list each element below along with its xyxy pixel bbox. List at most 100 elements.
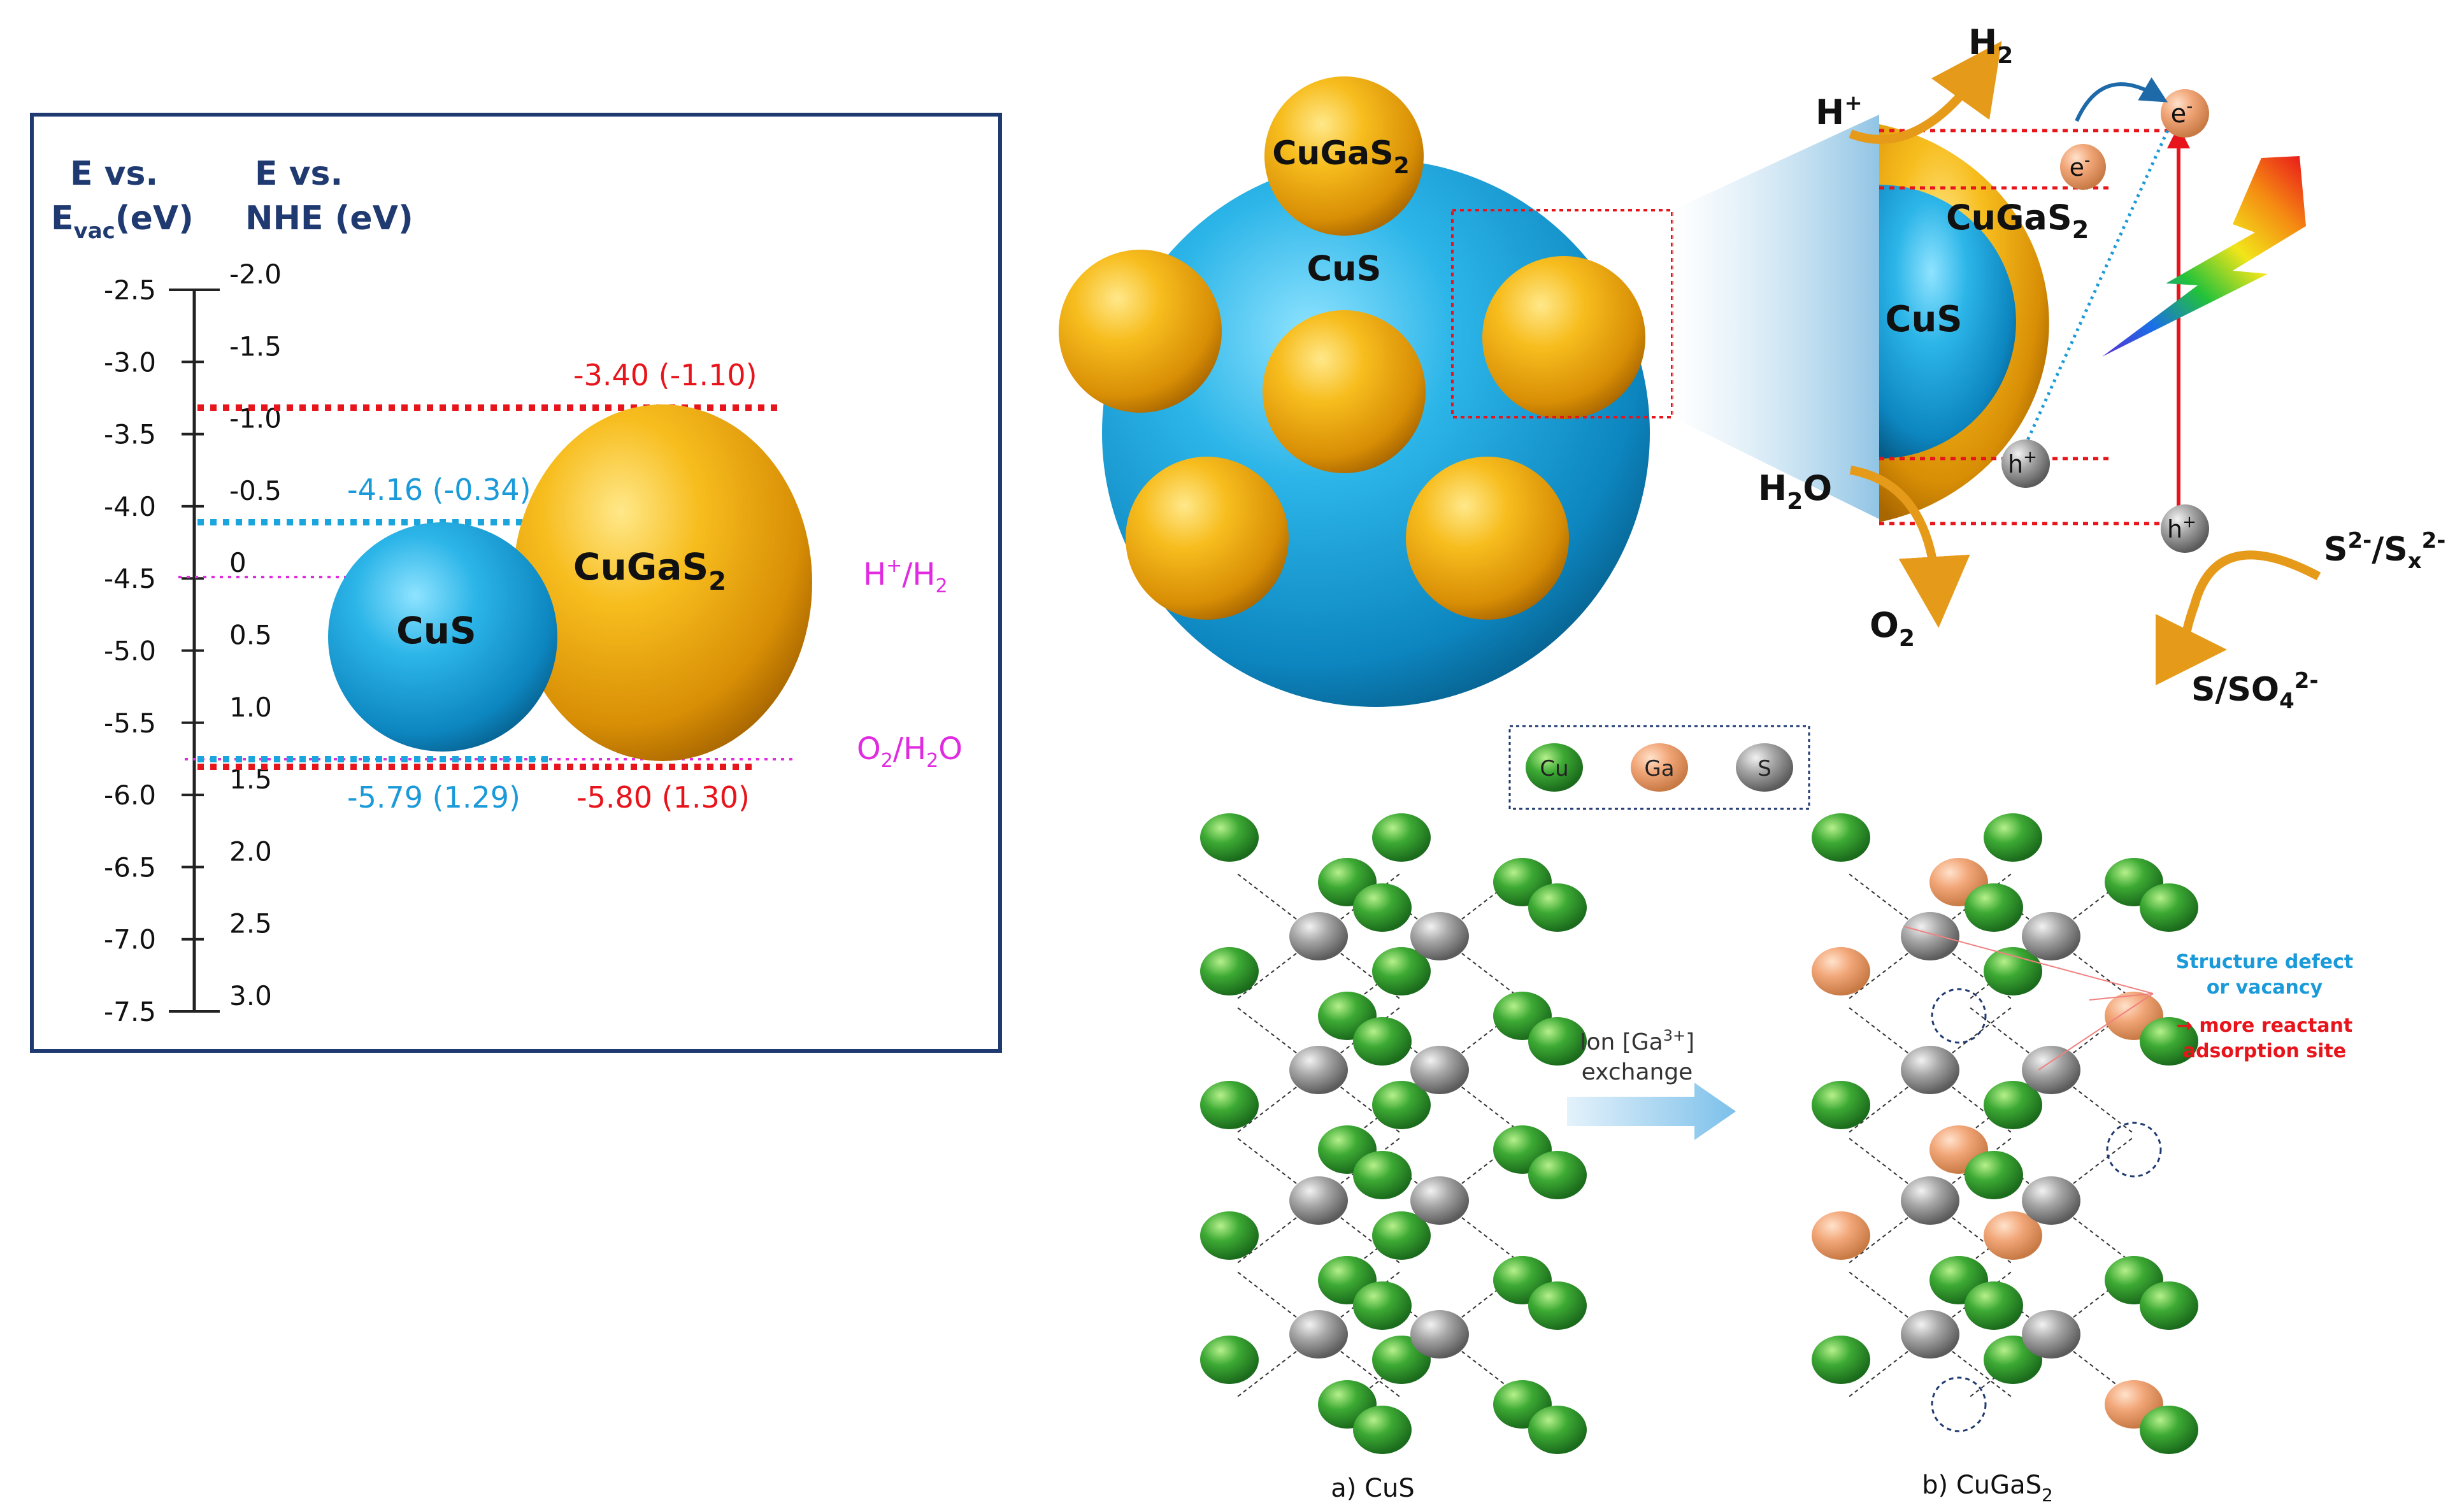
nhe-scale-header: E vs. NHE (eV)	[245, 155, 413, 238]
mechanism-cugas2-label: CuGaS2	[1946, 197, 2089, 244]
cu-atom	[1528, 883, 1587, 932]
vacuum-tick-label: -7.0	[104, 924, 156, 955]
h-plus-h2-label: H+/H2	[863, 555, 948, 597]
vacuum-header-line1: E vs.	[70, 155, 158, 193]
s-atom	[1289, 912, 1348, 960]
cus-core-half	[1879, 185, 2016, 459]
nhe-tick-label: -0.5	[229, 475, 282, 506]
s-atom	[1289, 1176, 1348, 1225]
sulfate-product-label: S/SO42-	[2191, 668, 2319, 714]
cu-atom	[1353, 1151, 1412, 1199]
cu-atom	[1528, 1017, 1587, 1066]
legend-ga-swatch	[1631, 743, 1688, 792]
h2-evolution-arrow	[1849, 41, 2002, 144]
cu-atom	[1353, 1017, 1412, 1066]
cu-atom	[1200, 1211, 1259, 1260]
s-atom	[1901, 1310, 1959, 1359]
s-atom	[2022, 1176, 2080, 1225]
vacancy-site	[1931, 988, 1987, 1044]
nhe-tick-label: -1.5	[229, 331, 282, 362]
vacuum-tick-label: -3.0	[104, 346, 156, 378]
cu-atom	[1965, 883, 2023, 932]
cu-atom	[1528, 1406, 1587, 1454]
vacuum-scale-header: E vs. Evac(eV)	[51, 155, 194, 244]
defect-label-line2: or vacancy	[2207, 976, 2323, 999]
caption-b: b) CuGaS2	[1922, 1471, 2053, 1506]
cugas2-sphere	[513, 404, 812, 761]
cu-atom	[1372, 947, 1431, 995]
nhe-tick-label: 2.0	[229, 836, 272, 867]
defect-label-line1: Structure defect	[2176, 951, 2354, 973]
cu-atom	[1353, 883, 1412, 932]
legend-ga-label: Ga	[1644, 756, 1674, 781]
cu-atom	[1200, 813, 1259, 862]
exchange-label-line1: Ion [Ga3+]	[1580, 1027, 1694, 1055]
electron-core-cb	[2060, 144, 2106, 190]
cu-atom	[2140, 1017, 2198, 1066]
cu-atom	[1812, 1336, 1870, 1384]
h2o-reactant-label: H2O	[1758, 468, 1832, 515]
defect-pointer-mid	[2089, 993, 2154, 1001]
nhe-tick-label: 2.5	[229, 908, 272, 939]
s-atom	[1901, 1046, 1959, 1094]
s-atom	[1901, 1176, 1959, 1225]
s-atom	[1410, 1310, 1469, 1359]
hole-shell-vb-label: h+	[2167, 513, 2196, 543]
s-atom	[1410, 1046, 1469, 1094]
zoom-beam	[1672, 115, 1879, 519]
mechanism-cus-label: CuS	[1885, 299, 1962, 340]
sulfide-oxidation-arrow	[2155, 550, 2321, 685]
cu-atom	[1372, 1081, 1431, 1129]
ga-atom	[1812, 1211, 1870, 1260]
vacuum-header-line2: Evac(eV)	[51, 199, 194, 244]
nhe-tick-label: 0	[229, 547, 247, 578]
composite-cus-label: CuS	[1307, 248, 1382, 289]
cu-atom	[1200, 1081, 1259, 1129]
cu-atom	[1528, 1151, 1587, 1199]
cu-atom	[1353, 1406, 1412, 1454]
cugas2-particle-center	[1263, 310, 1426, 473]
nhe-tick-label: 3.0	[229, 980, 272, 1011]
s-atom	[1410, 1176, 1469, 1225]
cus-sphere	[328, 522, 557, 752]
hole-transfer-path	[2017, 126, 2171, 460]
s-atom	[1289, 1310, 1348, 1359]
s-atom	[2022, 912, 2080, 960]
s-atom	[2022, 1046, 2080, 1094]
o2-h2o-label: O2/H2O	[857, 731, 963, 772]
cu-atom	[2140, 883, 2198, 932]
legend-cu-swatch	[1526, 743, 1583, 792]
cugas2-cb-label: -3.40 (-1.10)	[573, 358, 757, 392]
cugas2-particle-bottom-left	[1126, 457, 1289, 620]
defect-pointer-lower	[2038, 993, 2154, 1071]
vacancy-site	[1931, 1376, 1987, 1432]
composite-cugas2-label: CuGaS2	[1272, 134, 1409, 179]
vacuum-tick-label: -4.0	[104, 491, 156, 522]
water-oxidation-arrow	[1849, 466, 1970, 628]
cu-atom	[1965, 1281, 2023, 1330]
cu-atom	[1984, 1081, 2042, 1129]
cu-atom	[1200, 1336, 1259, 1384]
cugas2-particle-top	[1264, 76, 1424, 236]
o2-product-label: O2	[1870, 605, 1915, 652]
electron-shell-cb-label: e-	[2171, 96, 2193, 129]
cugas2-vb-label: -5.80 (1.30)	[576, 780, 750, 815]
h-plus-reactant-label: H+	[1815, 90, 1863, 132]
nhe-header-line1: E vs.	[255, 155, 343, 193]
ga-atom	[1812, 947, 1870, 995]
sulfide-reactant-label: S2-/Sx2-	[2324, 528, 2445, 574]
exchange-arrow	[1567, 1083, 1736, 1140]
atom-legend: Cu Ga S	[1508, 725, 1810, 810]
cu-atom	[1812, 813, 1870, 862]
light-bolt-icon	[2102, 156, 2306, 357]
s-atom	[1901, 912, 1959, 960]
h2-product-label: H2	[1968, 22, 2013, 69]
defect-pointer-upper	[1904, 926, 2154, 994]
defect-annotation: Structure defect or vacancy → more react…	[1904, 926, 2354, 1071]
s-atom	[1410, 912, 1469, 960]
cu-atom	[1528, 1281, 1587, 1330]
vacuum-tick-label: -2.5	[104, 275, 156, 306]
s-atom	[1289, 1046, 1348, 1094]
vacuum-tick-label: -4.5	[104, 563, 156, 594]
